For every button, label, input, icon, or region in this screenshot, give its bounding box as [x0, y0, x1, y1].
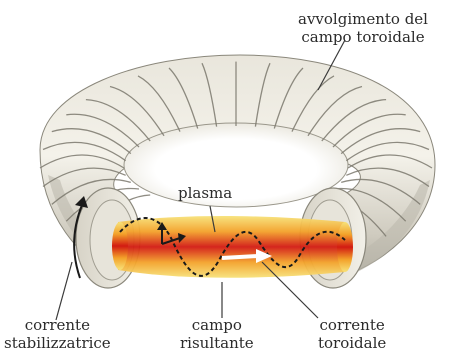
label-plasma: plasma: [178, 184, 232, 202]
plasma-right-end: [337, 222, 353, 272]
label-resultant-field: campo risultante: [180, 316, 254, 352]
label-stabilizing-current: corrente stabilizzatrice: [4, 316, 111, 352]
plasma-column: [112, 216, 353, 278]
leader-stabilizing: [56, 262, 72, 320]
label-toroidal-current: corrente toroidale: [318, 316, 386, 352]
label-toroidal-winding: avvolgimento del campo toroidale: [298, 10, 428, 46]
plasma-body: [118, 216, 345, 278]
plasma-left-end: [112, 222, 128, 270]
torus-hole: [124, 123, 348, 207]
